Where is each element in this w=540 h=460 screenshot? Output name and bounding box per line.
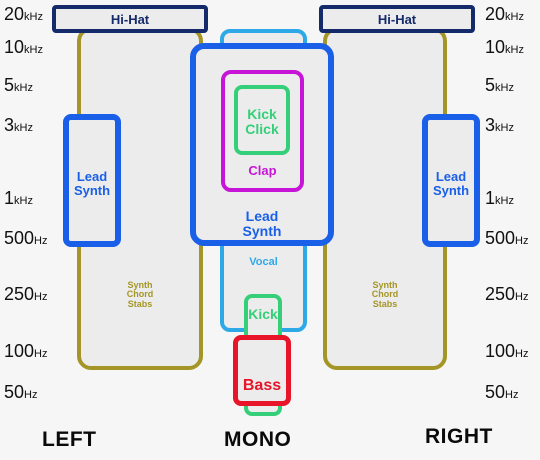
lead-synth-right-label: Lead Synth <box>432 169 470 198</box>
mono-position-label: MONO <box>224 428 292 451</box>
right-position-label: RIGHT <box>425 425 493 448</box>
kick-click-block: Kick Click <box>234 85 290 155</box>
synth-chord-stabs-left-label: Synth Chord Stabs <box>126 280 154 309</box>
lead-synth-left-block: Lead Synth <box>63 114 121 247</box>
kick-label: Kick <box>248 306 278 322</box>
freq-label-right-500hz: 500Hz <box>485 228 529 248</box>
bass-label: Bass <box>242 377 282 394</box>
left-position-label: LEFT <box>42 428 97 451</box>
lead-synth-right-block: Lead Synth <box>422 114 480 247</box>
freq-label-left-250hz: 250Hz <box>4 284 48 304</box>
lead-synth-left-label: Lead Synth <box>73 169 111 198</box>
freq-label-right-10khz: 10kHz <box>485 37 524 57</box>
hihat-right-block: Hi-Hat <box>319 5 475 33</box>
hihat-right-label: Hi-Hat <box>377 12 417 27</box>
freq-label-left-10khz: 10kHz <box>4 37 43 57</box>
synth-chord-stabs-right-label: Synth Chord Stabs <box>371 280 399 309</box>
freq-label-right-50hz: 50Hz <box>485 382 519 402</box>
vocal-label: Vocal <box>249 256 278 268</box>
freq-label-left-3khz: 3kHz <box>4 115 33 135</box>
bass-block: Bass <box>233 335 291 406</box>
freq-label-left-5khz: 5kHz <box>4 75 33 95</box>
freq-label-right-100hz: 100Hz <box>485 341 529 361</box>
hihat-left-block: Hi-Hat <box>52 5 208 33</box>
freq-label-left-20khz: 20kHz <box>4 4 43 24</box>
freq-label-right-1khz: 1kHz <box>485 188 514 208</box>
freq-label-right-20khz: 20kHz <box>485 4 524 24</box>
freq-label-left-1khz: 1kHz <box>4 188 33 208</box>
freq-label-left-500hz: 500Hz <box>4 228 48 248</box>
freq-label-right-250hz: 250Hz <box>485 284 529 304</box>
freq-label-right-5khz: 5kHz <box>485 75 514 95</box>
freq-label-right-3khz: 3kHz <box>485 115 514 135</box>
freq-label-left-100hz: 100Hz <box>4 341 48 361</box>
freq-label-left-50hz: 50Hz <box>4 382 38 402</box>
kick-click-label: Kick Click <box>245 106 279 137</box>
clap-label: Clap <box>248 163 277 178</box>
hihat-left-label: Hi-Hat <box>110 12 150 27</box>
lead-synth-center-label: Lead Synth <box>242 208 282 239</box>
